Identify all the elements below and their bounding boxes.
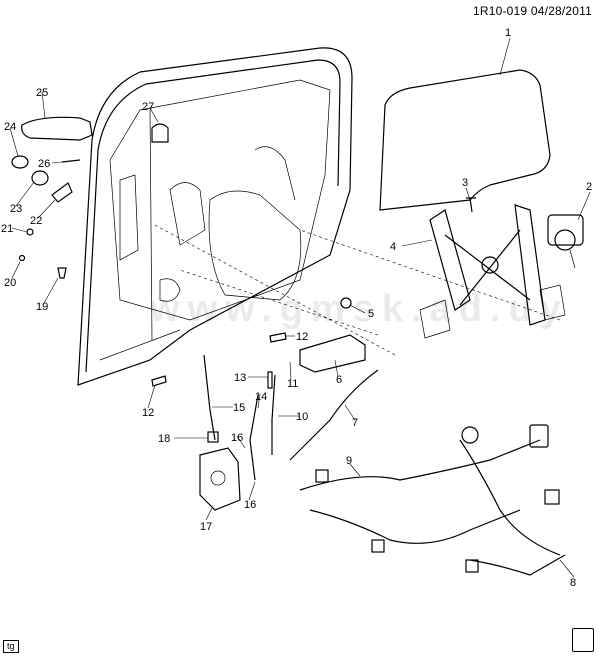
corner-badge-icon (572, 628, 594, 652)
callout-11: 11 (287, 378, 298, 390)
callout-23: 23 (10, 203, 22, 215)
wiring-harness (299, 424, 566, 576)
callout-2: 2 (586, 181, 592, 193)
door-latch (199, 447, 241, 511)
callout-21: 21 (1, 223, 13, 235)
callout-16b: 16 (244, 499, 256, 511)
window-motor (547, 214, 584, 269)
pin-13 (267, 371, 273, 389)
lock-cylinder (31, 170, 49, 186)
leader-lines (9, 37, 591, 578)
callout-12b: 12 (142, 407, 154, 419)
handle-cap (11, 155, 29, 169)
pin (18, 254, 26, 262)
seal-upper (269, 332, 287, 343)
callout-9: 9 (346, 455, 352, 467)
callout-3: 3 (462, 177, 468, 189)
cable-7 (289, 369, 379, 461)
callout-13: 13 (234, 372, 246, 384)
callout-7: 7 (352, 417, 358, 429)
callout-16a: 16 (231, 432, 243, 444)
door-glass (379, 69, 551, 211)
seal (151, 375, 167, 387)
inside-handle (299, 334, 366, 373)
callout-25: 25 (36, 87, 48, 99)
callout-15: 15 (233, 402, 245, 414)
callout-4: 4 (390, 241, 396, 253)
clip (26, 228, 34, 236)
callout-20: 20 (4, 277, 16, 289)
watermark: www.gmsk.ad.uy (150, 288, 569, 330)
callout-18: 18 (158, 433, 170, 445)
callout-22: 22 (30, 215, 42, 227)
lock-rod (203, 354, 216, 441)
handle-bracket (51, 182, 73, 203)
callout-17: 17 (200, 521, 212, 533)
callout-8: 8 (570, 577, 576, 589)
callout-10: 10 (296, 411, 308, 423)
callout-19: 19 (36, 301, 48, 313)
cable-14 (249, 394, 259, 481)
fastener (57, 267, 67, 279)
callout-1: 1 (505, 27, 511, 39)
nut (340, 297, 352, 309)
rod-clip (207, 431, 219, 443)
window-regulator (419, 204, 566, 339)
callout-6: 6 (336, 374, 342, 386)
footer-tag: tg (3, 640, 19, 653)
callouts: 1 2 3 4 5 6 7 8 9 10 11 12 12 13 14 15 1… (1, 27, 592, 589)
callout-27: 27 (142, 101, 154, 113)
screw (61, 159, 81, 163)
callout-24: 24 (4, 121, 16, 133)
callout-5: 5 (368, 308, 374, 320)
diagram-reference: 1R10-019 04/28/2011 (472, 4, 592, 18)
outside-handle (21, 116, 93, 141)
bolt (466, 197, 476, 213)
callout-26: 26 (38, 158, 50, 170)
grommet (151, 123, 169, 143)
door-shell (77, 47, 353, 386)
callout-12a: 12 (296, 331, 308, 343)
callout-14: 14 (255, 391, 267, 403)
cable-10 (271, 374, 276, 455)
